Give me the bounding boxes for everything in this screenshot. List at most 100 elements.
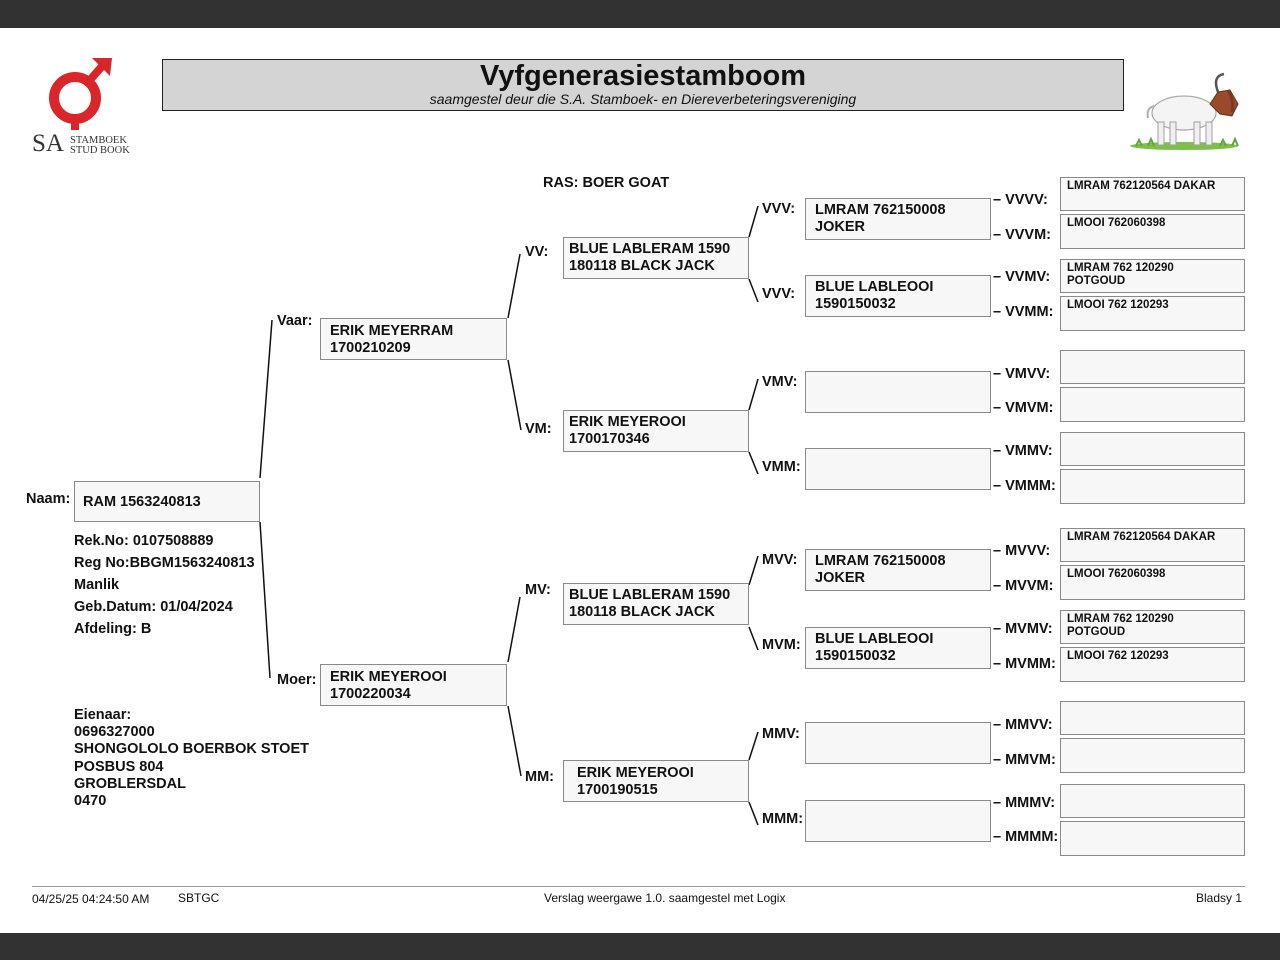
footer-code: SBTGC <box>178 891 220 905</box>
animal-sex: Manlik <box>74 577 120 593</box>
sire-line2: 1700210209 <box>330 340 411 356</box>
vmv-label: VMV: <box>762 374 798 390</box>
vvv1-line2: JOKER <box>815 219 865 235</box>
mmmv-box <box>1060 784 1245 818</box>
mvmm-line1: LMOOI 762 120293 <box>1067 650 1169 662</box>
vvv2-line2: 1590150032 <box>815 296 896 312</box>
vm-line1: ERIK MEYEROOI <box>569 414 686 430</box>
vvmv-box: LMRAM 762 120290 POTGOUD <box>1060 259 1245 293</box>
vvmm-label: – VVMM: <box>993 304 1054 320</box>
mmmm-box <box>1060 821 1245 856</box>
mv-label: MV: <box>525 582 551 598</box>
viewer-bottom-bar <box>0 933 1280 960</box>
mvm-box: BLUE LABLEOOI 1590150032 <box>805 627 991 669</box>
vmvm-box <box>1060 387 1245 422</box>
mvvm-box: LMOOI 762060398 <box>1060 565 1245 600</box>
mmvv-label: – MMVV: <box>993 717 1053 733</box>
mvmv-label: – MVMV: <box>993 621 1053 637</box>
mvvv-line1: LMRAM 762120564 DAKAR <box>1067 531 1216 543</box>
vvmv-line2: POTGOUD <box>1067 275 1126 287</box>
vm-box: ERIK MEYEROOI 1700170346 <box>563 410 749 452</box>
page-subtitle: saamgestel deur die S.A. Stamboek- en Di… <box>429 91 857 107</box>
vvv2-box: BLUE LABLEOOI 1590150032 <box>805 275 991 317</box>
mmmm-label: – MMMM: <box>993 829 1059 845</box>
vv-label: VV: <box>525 244 549 260</box>
mvm-line2: 1590150032 <box>815 648 896 664</box>
vvv1-box: LMRAM 762150008 JOKER <box>805 198 991 240</box>
mmvm-box <box>1060 738 1245 773</box>
vvvm-line1: LMOOI 762060398 <box>1067 217 1166 229</box>
mm-label: MM: <box>525 769 554 785</box>
sire-line1: ERIK MEYERRAM <box>330 323 454 339</box>
vmmm-box <box>1060 469 1245 504</box>
footer-page-number: Bladsy 1 <box>1196 891 1243 905</box>
vmm-label: VMM: <box>762 459 801 475</box>
mvm-line1: BLUE LABLEOOI <box>815 631 934 647</box>
vmmv-label: – VMMV: <box>993 443 1053 459</box>
dam-label: Moer: <box>277 672 317 688</box>
vvvv-line1: LMRAM 762120564 DAKAR <box>1067 180 1216 192</box>
mvmv-line1: LMRAM 762 120290 <box>1067 613 1174 625</box>
sire-label: Vaar: <box>277 313 313 329</box>
sire-box: ERIK MEYERRAM 1700210209 <box>320 318 507 360</box>
boer-goat-illustration <box>1130 72 1239 150</box>
animal-section: Afdeling: B <box>74 621 152 637</box>
logo-prefix: SA <box>32 130 64 157</box>
vvv1-line1: LMRAM 762150008 <box>815 202 946 218</box>
mv-line2: 180118 BLACK JACK <box>569 604 715 620</box>
mm-line1: ERIK MEYEROOI <box>577 765 694 781</box>
vm-line2: 1700170346 <box>569 431 650 447</box>
mvvm-label: – MVVM: <box>993 578 1054 594</box>
page-title: Vyfgenerasiestamboom <box>479 60 807 92</box>
vvv1-label: VVV: <box>762 201 796 217</box>
mvv-box: LMRAM 762150008 JOKER <box>805 549 991 591</box>
owner-line: POSBUS 804 <box>74 759 164 775</box>
mvmm-box: LMOOI 762 120293 <box>1060 647 1245 682</box>
footer-report: Verslag weergawe 1.0. saamgestel met Log… <box>544 891 786 905</box>
vvvv-label: – VVVV: <box>993 192 1048 208</box>
mvvv-label: – MVVV: <box>993 543 1051 559</box>
owner-line: 0696327000 <box>74 724 155 740</box>
mvv-label: MVV: <box>762 552 798 568</box>
mmvv-box <box>1060 701 1245 735</box>
vmv-box <box>805 371 991 413</box>
footer-timestamp: 04/25/25 04:24:50 AM <box>32 892 150 906</box>
animal-rek-no: Rek.No: 0107508889 <box>74 533 214 549</box>
mvvv-box: LMRAM 762120564 DAKAR <box>1060 528 1245 562</box>
footer-divider <box>32 886 1245 887</box>
vvmm-line1: LMOOI 762 120293 <box>1067 299 1169 311</box>
title-banner: Vyfgenerasiestamboom saamgestel deur die… <box>162 59 1124 111</box>
vvmv-line1: LMRAM 762 120290 <box>1067 262 1174 274</box>
vmmv-box <box>1060 432 1245 466</box>
mv-box: BLUE LABLERAM 1590 180118 BLACK JACK <box>563 583 749 625</box>
vvvm-label: – VVVM: <box>993 227 1052 243</box>
vvv2-line1: BLUE LABLEOOI <box>815 279 934 295</box>
mvmm-label: – MVMM: <box>993 656 1056 672</box>
mvv-line1: LMRAM 762150008 <box>815 553 946 569</box>
animal-name-box: RAM 1563240813 <box>74 481 260 522</box>
mm-box: ERIK MEYEROOI 1700190515 <box>563 760 749 802</box>
mvm-label: MVM: <box>762 637 801 653</box>
vvvv-box: LMRAM 762120564 DAKAR <box>1060 177 1245 211</box>
vmmm-label: – VMMM: <box>993 478 1056 494</box>
vvvm-box: LMOOI 762060398 <box>1060 214 1245 249</box>
owner-line: 0470 <box>74 793 107 809</box>
vv-line2: 180118 BLACK JACK <box>569 258 715 274</box>
dam-line1: ERIK MEYEROOI <box>330 669 447 685</box>
dam-line2: 1700220034 <box>330 686 411 702</box>
mmm-box <box>805 800 991 842</box>
viewer-top-bar <box>0 0 1280 28</box>
logo: SA STAMBOEK STUD BOOK <box>30 56 140 157</box>
breed-label: RAS: BOER GOAT <box>543 175 670 191</box>
vvmv-label: – VVMV: <box>993 269 1051 285</box>
mvv-line2: JOKER <box>815 570 865 586</box>
vvv2-label: VVV: <box>762 286 796 302</box>
vmvm-label: – VMVM: <box>993 400 1054 416</box>
mvmv-box: LMRAM 762 120290 POTGOUD <box>1060 610 1245 644</box>
vmm-box <box>805 448 991 490</box>
mmm-label: MMM: <box>762 811 804 827</box>
vvmm-box: LMOOI 762 120293 <box>1060 296 1245 331</box>
dam-box: ERIK MEYEROOI 1700220034 <box>320 664 507 706</box>
logo-line2: STUD BOOK <box>70 145 130 156</box>
mm-line2: 1700190515 <box>577 782 658 798</box>
